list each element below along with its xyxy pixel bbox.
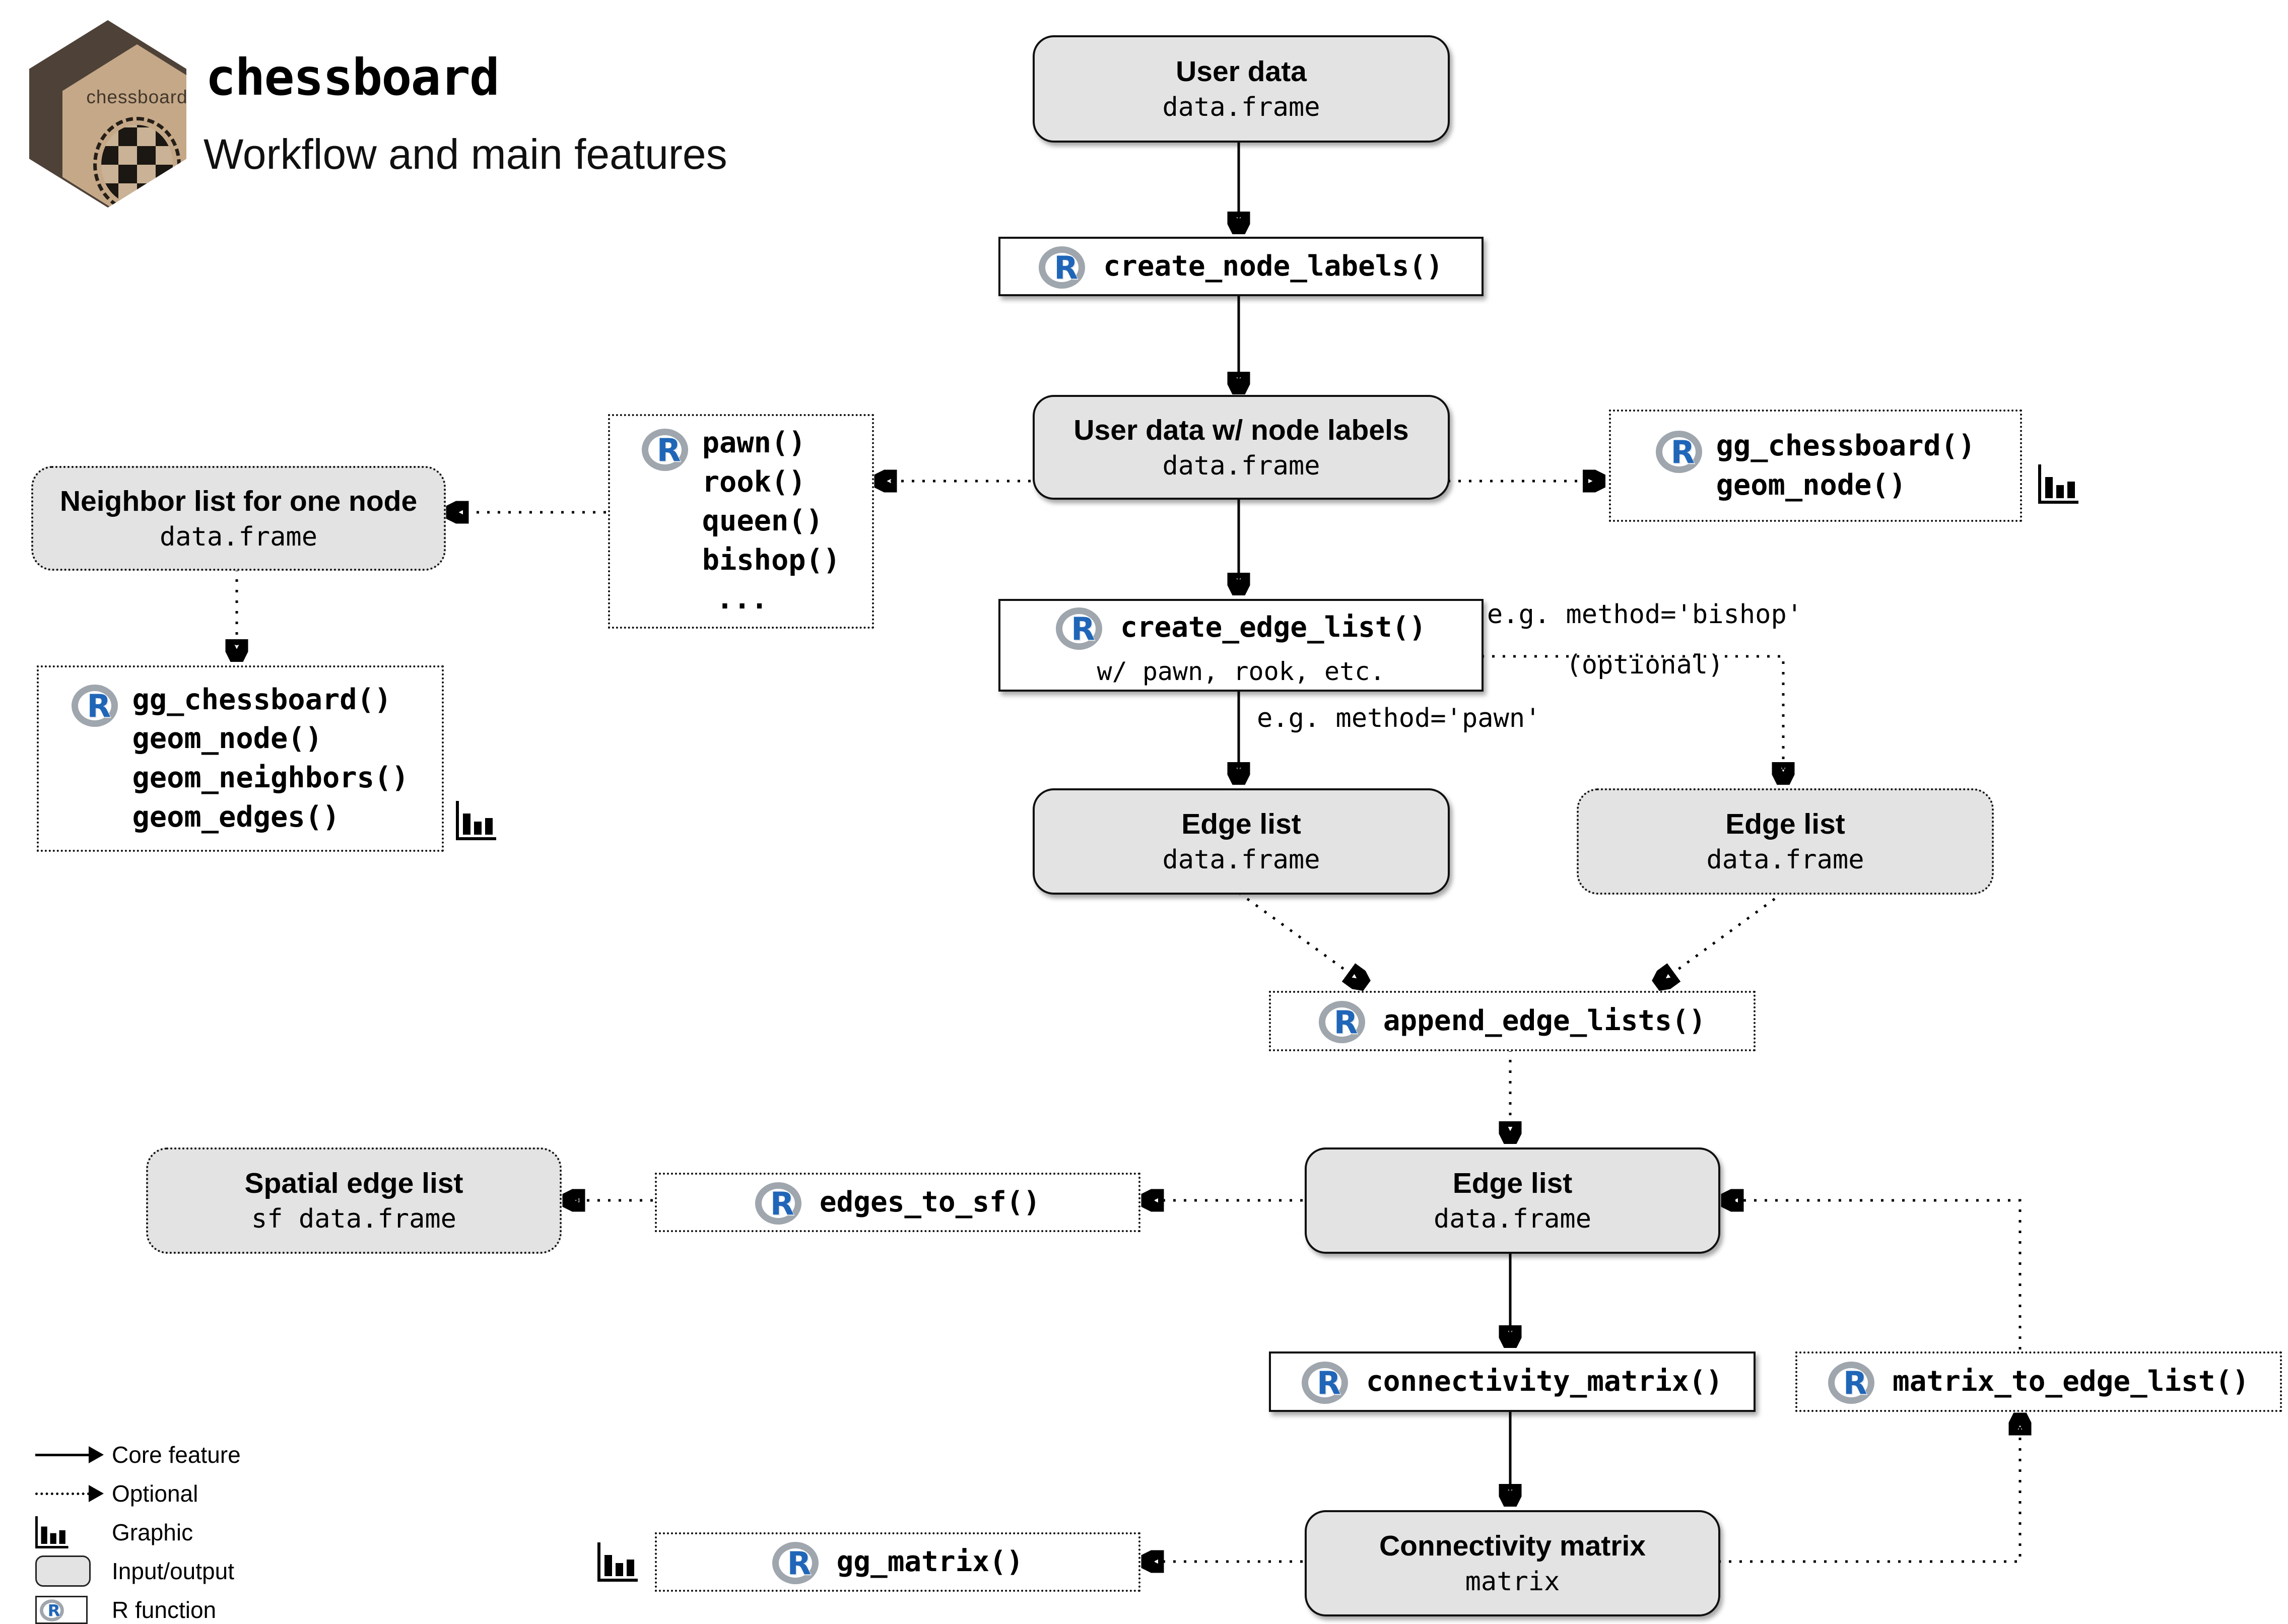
- r-function-swatch: R: [35, 1596, 112, 1624]
- node-user-data-node-labels: User data w/ node labels data.frame: [1033, 395, 1450, 500]
- arrow-edgelistpawn-to-append: [1238, 891, 1364, 984]
- node-edge-list-pawn: Edge list data.frame: [1033, 788, 1450, 895]
- fn-gg-chessboard-full: R gg_chessboard() geom_node() geom_neigh…: [37, 665, 444, 852]
- arrow-connectivitymatrix-to-matrixtoedgelist: [1718, 1416, 2020, 1563]
- r-logo-icon: R: [1828, 1361, 1879, 1404]
- edge-label-optional: (optional): [1566, 650, 1724, 680]
- legend-item-optional: Optional: [35, 1478, 241, 1509]
- edge-label-method-bishop: e.g. method='bishop': [1487, 599, 1803, 630]
- dotted-arrow-icon: [35, 1485, 112, 1502]
- legend: Core feature Optional Graphic Input/outp…: [35, 1440, 241, 1624]
- r-logo-icon: R: [40, 1599, 64, 1621]
- legend-item-r-function: R R function: [35, 1595, 241, 1624]
- node-spatial-edge-list: Spatial edge list sf data.frame: [146, 1147, 562, 1254]
- node-connectivity-matrix: Connectivity matrix matrix: [1305, 1510, 1720, 1616]
- input-output-swatch: [35, 1555, 112, 1587]
- fn-matrix-to-edge-list: R matrix_to_edge_list(): [1795, 1351, 2282, 1412]
- solid-arrow-icon: [35, 1446, 112, 1463]
- node-edge-list-bishop: Edge list data.frame: [1577, 788, 1994, 895]
- r-logo-icon: R: [72, 684, 123, 727]
- fn-create-node-labels: R create_node_labels(): [998, 237, 1484, 296]
- node-neighbor-list: Neighbor list for one node data.frame: [31, 466, 446, 571]
- node-user-data: User data data.frame: [1033, 35, 1450, 143]
- r-logo-icon: R: [772, 1541, 824, 1584]
- r-logo-icon: R: [641, 428, 693, 471]
- page-title: chessboard: [206, 48, 500, 107]
- node-edge-list-main: Edge list data.frame: [1305, 1147, 1720, 1254]
- r-logo-icon: R: [1318, 1000, 1370, 1043]
- legend-item-graphic: Graphic: [35, 1516, 241, 1548]
- fn-append-edge-lists: R append_edge_lists(): [1269, 991, 1756, 1051]
- fn-connectivity-matrix: R connectivity_matrix(): [1269, 1351, 1756, 1412]
- graphic-icon: [597, 1542, 638, 1582]
- fn-gg-chessboard-node: R gg_chessboard() geom_node(): [1609, 410, 2022, 522]
- r-logo-icon: R: [1301, 1361, 1353, 1404]
- legend-item-input-output: Input/output: [35, 1555, 241, 1587]
- r-logo-icon: R: [755, 1181, 806, 1225]
- r-logo-icon: R: [1056, 606, 1107, 650]
- r-logo-icon: R: [1655, 430, 1707, 473]
- arrow-edgelistbishop-to-append: [1658, 891, 1784, 984]
- arrow-matrixtoedgelist-to-edgelistmain: [1724, 1200, 2022, 1349]
- page-subtitle: Workflow and main features: [204, 130, 727, 178]
- bar-chart-icon: [35, 1513, 112, 1552]
- fn-edges-to-sf: R edges_to_sf(): [655, 1173, 1140, 1232]
- fn-piece-functions: R pawn() rook() queen() bishop() ...: [608, 414, 874, 629]
- legend-item-core-feature: Core feature: [35, 1440, 241, 1470]
- fn-create-edge-list: R create_edge_list() w/ pawn, rook, etc.: [998, 599, 1484, 692]
- r-logo-icon: R: [1039, 245, 1090, 289]
- edge-label-method-pawn: e.g. method='pawn': [1257, 703, 1541, 733]
- hex-logo-label: chessboard: [86, 87, 188, 107]
- fn-gg-matrix: R gg_matrix(): [655, 1532, 1140, 1592]
- graphic-icon: [2038, 464, 2078, 504]
- graphic-icon: [456, 801, 496, 840]
